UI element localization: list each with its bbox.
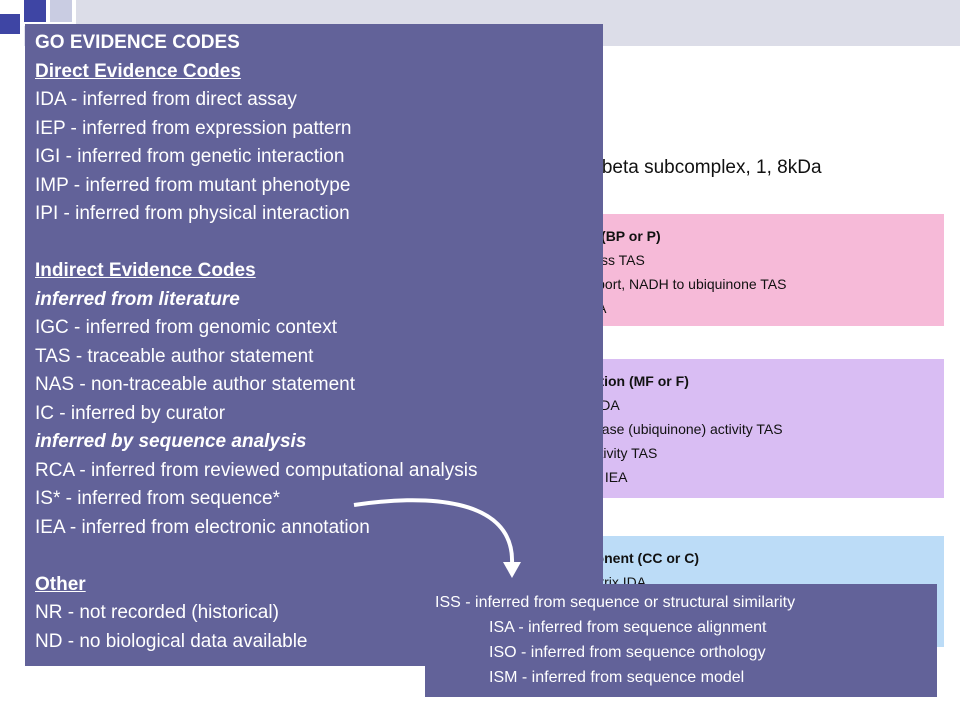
decor-square bbox=[24, 0, 46, 22]
code-line: IEA - inferred from electronic annotatio… bbox=[35, 516, 370, 538]
code-line: IDA - inferred from direct assay bbox=[35, 89, 297, 110]
code-line: NAS - non-traceable author statement bbox=[35, 374, 356, 395]
panel-line: ding IDA bbox=[566, 397, 620, 413]
code-line: IS* - inferred from sequence* bbox=[35, 488, 281, 509]
spacer bbox=[35, 229, 603, 258]
curved-arrow-icon bbox=[353, 498, 521, 578]
other-heading: Other bbox=[35, 573, 86, 595]
panel-line: ss IEA bbox=[566, 296, 944, 320]
iss-sub-line: ISA - inferred from sequence alignment bbox=[489, 619, 767, 636]
code-line: IMP - inferred from mutant phenotype bbox=[35, 174, 351, 196]
code-line: ND - no biological data available bbox=[35, 630, 308, 652]
panel-line: process TAS bbox=[566, 252, 645, 268]
code-line: IGC - inferred from genomic context bbox=[35, 317, 337, 338]
sequence-heading: inferred by sequence analysis bbox=[35, 431, 307, 452]
iss-sub-line: ISM - inferred from sequence model bbox=[489, 669, 745, 686]
code-line: TAS - traceable author statement bbox=[35, 345, 314, 367]
code-line: IGI - inferred from genetic interaction bbox=[35, 146, 345, 167]
code-line: NR - not recorded (historical) bbox=[35, 602, 279, 623]
decor-square bbox=[0, 14, 20, 34]
direct-heading: Direct Evidence Codes bbox=[35, 60, 241, 82]
panel-line: se activity TAS bbox=[566, 445, 658, 461]
box-title: GO EVIDENCE CODES bbox=[35, 32, 240, 53]
code-line: IC - inferred by curator bbox=[35, 402, 226, 424]
panel-header: cess (BP or P) bbox=[566, 228, 661, 244]
evidence-codes-box: GO EVIDENCE CODES Direct Evidence Codes … bbox=[25, 24, 603, 666]
panel-header: Function (MF or F) bbox=[566, 373, 689, 389]
biological-process-panel: cess (BP or P) process TAS transport, NA… bbox=[560, 214, 944, 326]
panel-line: ctivity IEA bbox=[566, 469, 628, 485]
panel-header: omponent (CC or C) bbox=[566, 550, 699, 566]
literature-heading: inferred from literature bbox=[35, 288, 240, 310]
indirect-heading: Indirect Evidence Codes bbox=[35, 260, 256, 281]
iss-sub-line: ISO - inferred from sequence orthology bbox=[489, 644, 766, 661]
gene-title: a/beta subcomplex, 1, 8kDa bbox=[586, 157, 822, 178]
iss-subcodes-box: ISS - inferred from sequence or structur… bbox=[425, 584, 937, 697]
decor-square bbox=[50, 0, 72, 22]
panel-line: rogenase (ubiquinone) activity TAS bbox=[566, 421, 783, 437]
code-line: IPI - inferred from physical interaction bbox=[35, 203, 350, 224]
code-line: IEP - inferred from expression pattern bbox=[35, 117, 352, 139]
code-line: RCA - inferred from reviewed computation… bbox=[35, 459, 478, 481]
molecular-function-panel: Function (MF or F) ding IDA rogenase (ub… bbox=[560, 359, 944, 498]
panel-line: transport, NADH to ubiquinone TAS bbox=[566, 276, 787, 292]
iss-main-line: ISS - inferred from sequence or structur… bbox=[435, 594, 796, 611]
